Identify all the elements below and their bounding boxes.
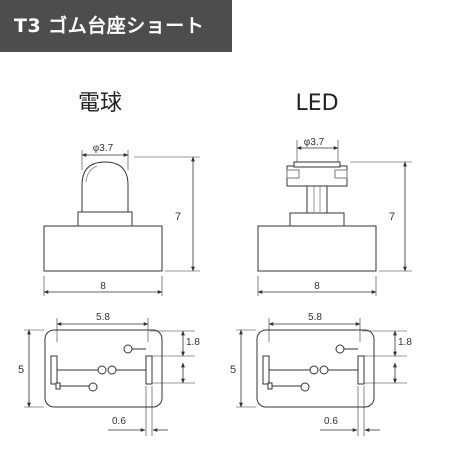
bulb-height-label: 7	[175, 211, 181, 223]
led-side-view	[257, 140, 412, 296]
led-heading: LED	[295, 91, 338, 116]
bulb-heading: 電球	[78, 91, 122, 116]
title-bar: T3 ゴム台座ショート	[0, 0, 232, 52]
led-width-label: 8	[314, 281, 320, 292]
led-pin-width-label: 0.6	[324, 416, 338, 427]
bulb-width-label: 8	[100, 281, 106, 292]
led-height-label: 7	[389, 211, 395, 223]
page-title: T3 ゴム台座ショート	[14, 15, 205, 37]
led-bottom-width-label: 5.8	[308, 312, 322, 323]
bulb-bottom-view	[24, 318, 195, 436]
led-diameter-label: φ3.7	[304, 137, 325, 148]
bulb-bottom-width-label: 5.8	[96, 312, 110, 323]
led-pin-gap-label: 1.8	[398, 337, 412, 348]
bulb-pin-width-label: 0.6	[112, 416, 126, 427]
bulb-side-view	[43, 150, 200, 296]
bulb-diameter-label: φ3.7	[93, 143, 114, 154]
bulb-pin-gap-label: 1.8	[186, 337, 200, 348]
led-bottom-view	[236, 318, 407, 436]
led-bottom-height-label: 5	[230, 364, 236, 376]
bulb-bottom-height-label: 5	[18, 364, 24, 376]
